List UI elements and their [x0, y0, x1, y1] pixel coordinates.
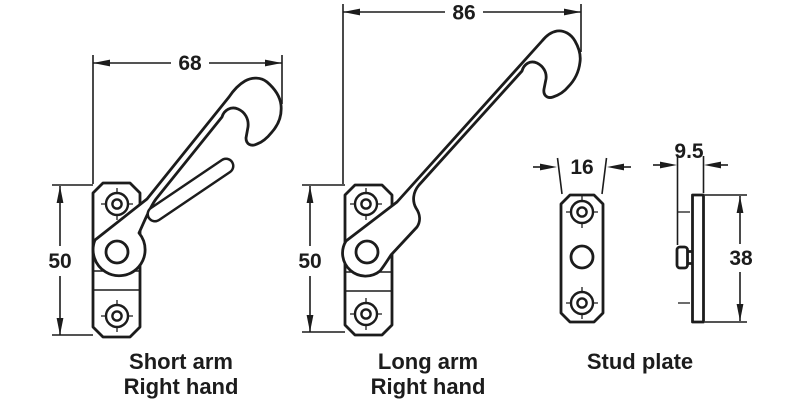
stud-plate-figure: 16 9.5	[533, 140, 753, 374]
arrow-right-icon	[540, 163, 557, 171]
arrow-right-icon	[564, 8, 581, 16]
screw-hole	[566, 287, 598, 319]
dimension-value: 68	[178, 52, 202, 75]
stud-hole	[569, 244, 595, 270]
screw-hole	[101, 188, 133, 220]
stud-cap	[675, 245, 689, 270]
short-arm-width-dimension: 68	[92, 52, 283, 184]
long-arm-height-dimension: 50	[298, 184, 345, 333]
dimension-value: 16	[570, 156, 593, 179]
arrow-up-icon	[736, 196, 744, 213]
dimension-value: 50	[298, 250, 321, 273]
long-arm-width-dimension: 86	[342, 2, 582, 184]
screw-hole	[566, 196, 598, 228]
screw-hole-inner	[111, 198, 123, 210]
screw-hole-inner	[360, 198, 372, 210]
stud-plate-front-view	[559, 193, 605, 324]
arrow-right-icon	[265, 59, 282, 67]
dimension-value: 50	[48, 250, 71, 273]
arrow-left-icon	[93, 59, 110, 67]
screw-hole-inner	[360, 308, 372, 320]
arrow-left-icon	[607, 163, 624, 171]
side-plate-outline	[691, 193, 705, 324]
dimension-value: 86	[452, 2, 475, 25]
arrow-left-icon	[343, 8, 360, 16]
arrow-down-icon	[736, 304, 744, 321]
arm-slot-inner	[149, 160, 232, 220]
pivot-hole	[354, 239, 380, 265]
pivot-hole	[104, 239, 130, 265]
arrow-up-icon	[306, 186, 314, 203]
arrow-down-icon	[306, 315, 314, 332]
screw-hole-inner	[111, 310, 123, 322]
short-arm-arm	[91, 76, 283, 278]
stud-plate-depth-dimension: 9.5	[653, 140, 728, 245]
dimension-value: 38	[729, 247, 753, 270]
part-hand-label: Right hand	[371, 374, 486, 399]
arrow-right-icon	[660, 161, 677, 169]
long-arm-figure: 86 50	[298, 2, 582, 399]
screw-hole	[350, 188, 382, 220]
part-hand-label: Right hand	[124, 374, 239, 399]
stud-plate-height-dimension: 38	[705, 194, 753, 323]
screw-hole-inner	[576, 297, 588, 309]
part-name-label: Short arm	[129, 349, 233, 374]
extension-line	[601, 157, 608, 195]
arrow-left-icon	[704, 161, 721, 169]
extension-line	[556, 157, 563, 195]
long-arm-arm	[341, 29, 582, 278]
arrow-down-icon	[56, 318, 64, 335]
dimension-value: 9.5	[674, 140, 704, 163]
screw-hole	[350, 298, 382, 330]
part-name-label: Stud plate	[587, 349, 693, 374]
part-name-label: Long arm	[378, 349, 478, 374]
arrow-up-icon	[56, 186, 64, 203]
screw-hole-inner	[576, 206, 588, 218]
stud-plate-side-view	[675, 193, 705, 324]
arm-outline	[341, 29, 582, 278]
screw-hole	[101, 300, 133, 332]
short-arm-height-dimension: 50	[48, 184, 93, 336]
short-arm-figure: 68 50	[48, 52, 283, 399]
stud-plate-width-dimension: 16	[533, 156, 631, 195]
arm-outline	[91, 76, 283, 278]
